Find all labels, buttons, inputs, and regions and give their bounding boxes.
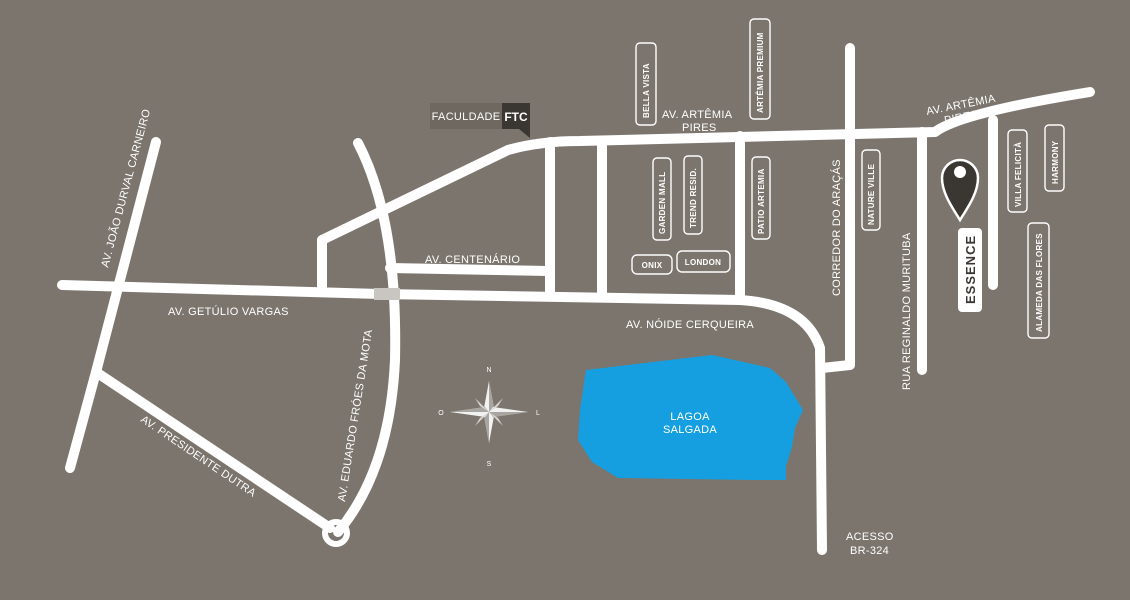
ftc-badge-tail: [519, 129, 530, 138]
label-br-324: BR-324: [850, 545, 889, 557]
development-villa-felicita: VILLA FELICITÀ: [1007, 129, 1028, 213]
svg-text:TREND RESID.: TREND RESID.: [689, 168, 698, 228]
road-av-eduardo-froes: [333, 138, 401, 537]
label-av-centenario: AV. CENTENÁRIO: [425, 253, 520, 266]
ftc-badge: [502, 103, 530, 129]
faculdade-box: [430, 103, 502, 129]
road-corredor-aracas: [817, 43, 855, 373]
svg-text:LONDON: LONDON: [685, 258, 721, 267]
development-bella-vista: BELLA VISTA: [635, 42, 657, 126]
development-alameda-das-flores: ALAMEDA DAS FLORES: [1027, 222, 1050, 339]
development-nature-ville: NATURE VILLE: [861, 149, 881, 231]
svg-text:ONIX: ONIX: [642, 261, 663, 270]
compass-north: N: [486, 367, 491, 374]
svg-text:VILLA FELICITÀ: VILLA FELICITÀ: [1014, 142, 1023, 207]
svg-text:PATIO ARTEMIA: PATIO ARTEMIA: [757, 168, 766, 234]
roundabout: [322, 519, 350, 547]
roads: [57, 43, 1095, 555]
compass-rose-icon: N S O L: [438, 367, 540, 468]
development-garden-mall: GARDEN MALL: [652, 157, 672, 241]
compass-west: O: [438, 410, 444, 417]
development-onix: ONIX: [631, 254, 673, 275]
development-london: LONDON: [676, 250, 731, 273]
label-corredor-aracas: CORREDOR DO ARAÇÁS: [830, 159, 843, 296]
ftc-label: FTC: [504, 110, 528, 124]
label-rua-reginaldo: RUA REGINALDO MURITUBA: [901, 232, 913, 390]
svg-text:ESSENCE: ESSENCE: [963, 235, 978, 304]
road-av-centenario: [385, 263, 553, 276]
development-patio-artemia: PATIO ARTEMIA: [751, 156, 771, 240]
location-pin-icon: [940, 158, 980, 223]
label-av-artemia-pires-1: AV. ARTÊMIA: [662, 108, 733, 121]
svg-text:HARMONY: HARMONY: [1051, 140, 1060, 184]
development-artemia-premium: ARTÊMIA PREMIUM: [749, 18, 771, 120]
svg-text:GARDEN MALL: GARDEN MALL: [658, 172, 667, 234]
road-av-artemia-pires: [317, 87, 1095, 245]
label-lagoa: LAGOA: [670, 411, 710, 423]
development-trend-resid: TREND RESID.: [683, 155, 703, 235]
label-av-getulio-vargas: AV. GETÚLIO VARGAS: [168, 305, 289, 318]
essence-marker: ESSENCE: [958, 228, 982, 312]
svg-text:NATURE VILLE: NATURE VILLE: [867, 163, 876, 225]
development-harmony: HARMONY: [1044, 124, 1065, 192]
lagoa-salgada-lake: [578, 355, 803, 480]
svg-text:ARTÊMIA PREMIUM: ARTÊMIA PREMIUM: [756, 32, 765, 113]
compass-east: L: [536, 410, 540, 417]
label-av-artemia-pires-1b: PIRES: [682, 122, 717, 134]
label-av-presidente-dutra: AV. PRESIDENTE DUTRA: [138, 414, 258, 500]
svg-text:ALAMEDA DAS FLORES: ALAMEDA DAS FLORES: [1035, 233, 1044, 332]
compass-south: S: [487, 461, 492, 468]
road-av-presidente-dutra: [91, 367, 335, 533]
faculdade-label: FACULDADE: [432, 111, 501, 123]
label-acesso: ACESSO: [846, 531, 894, 543]
label-av-noide-cerqueira: AV. NÓIDE CERQUEIRA: [626, 318, 754, 331]
svg-text:BELLA VISTA: BELLA VISTA: [642, 63, 651, 118]
overpass-marker: [374, 288, 400, 300]
label-salgada: SALGADA: [663, 424, 717, 436]
